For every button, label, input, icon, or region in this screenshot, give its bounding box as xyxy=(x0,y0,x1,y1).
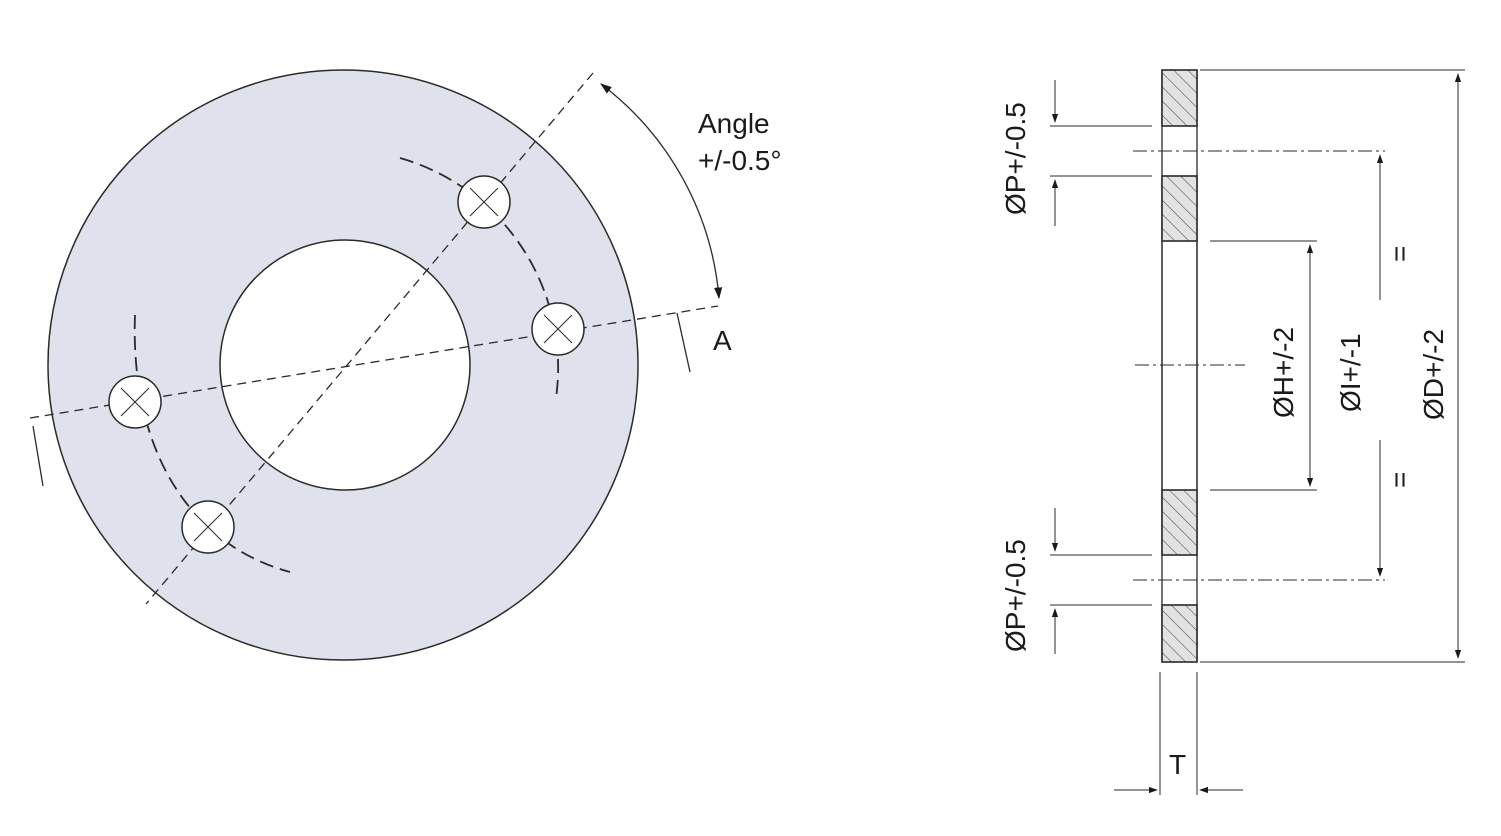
angle-label: Angle xyxy=(698,108,770,139)
section-block-1 xyxy=(1161,69,1198,127)
center-line-horizontal xyxy=(29,305,719,419)
equal-mark-bottom: = xyxy=(1384,472,1415,488)
pitch-circle-label: ØI+/-1 xyxy=(1335,333,1366,412)
equal-mark-top: = xyxy=(1384,246,1415,262)
datum-tick-left xyxy=(32,425,44,487)
thickness-label: T xyxy=(1169,749,1186,780)
bolt-circle-arc-upper-right xyxy=(399,157,559,399)
bolt-circle-arc-lower-left xyxy=(133,314,291,573)
section-block-3 xyxy=(1161,489,1198,556)
section-view: ØP+/-0.5 ØP+/-0.5 ØH+/-2 ØI+/-1 ØD+/-2 =… xyxy=(1000,69,1465,795)
section-block-2 xyxy=(1161,175,1198,242)
center-bore xyxy=(219,239,471,491)
bolt-hole-4-cross-b xyxy=(193,512,223,542)
bolt-hole-bottom-label: ØP+/-0.5 xyxy=(1000,539,1031,652)
section-block-4 xyxy=(1161,604,1198,663)
bolt-hole-1-cross-b xyxy=(469,187,499,217)
datum-tick-right xyxy=(676,312,691,373)
angle-tolerance-label: +/-0.5° xyxy=(698,145,782,176)
bolt-hole-2 xyxy=(531,302,585,356)
angle-dimension-arc xyxy=(600,83,723,300)
bolt-hole-2-cross-b xyxy=(543,314,573,344)
outer-diameter-label: ØD+/-2 xyxy=(1418,329,1449,420)
bolt-hole-top-label: ØP+/-0.5 xyxy=(1000,102,1031,215)
bolt-hole-3-cross-b xyxy=(120,387,150,417)
bolt-hole-1 xyxy=(457,175,511,229)
datum-a-label: A xyxy=(713,325,732,356)
bolt-hole-4 xyxy=(181,500,235,554)
inner-diameter-label: ØH+/-2 xyxy=(1268,327,1299,418)
bolt-hole-3 xyxy=(108,375,162,429)
plan-view: Angle +/-0.5° A xyxy=(29,69,782,661)
